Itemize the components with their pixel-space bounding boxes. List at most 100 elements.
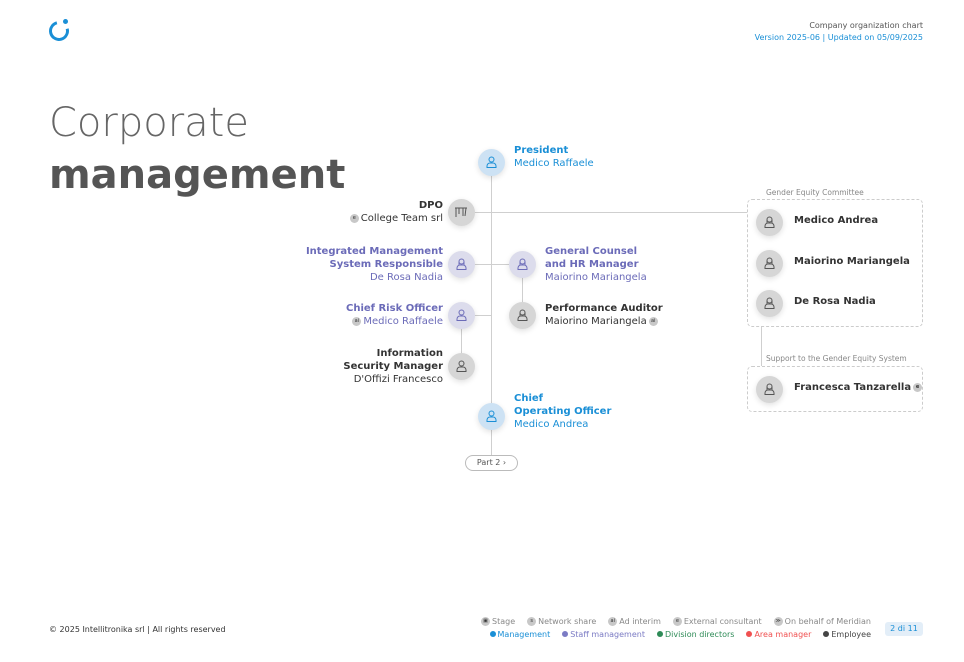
page-title-line1: Corporate xyxy=(49,100,249,146)
node-dpo[interactable] xyxy=(447,198,475,226)
node-ims[interactable] xyxy=(447,250,475,278)
member-name: De Rosa Nadia xyxy=(794,296,876,307)
legend-item: ▣Stage xyxy=(475,617,515,626)
support-label: Support to the Gender Equity System xyxy=(766,354,907,363)
legend-symbol-icon: ▣ xyxy=(481,617,490,626)
name-text: Medico Andrea xyxy=(514,418,589,430)
person-icon xyxy=(486,407,497,426)
role-text: and HR Manager xyxy=(545,258,639,270)
legend-symbol-icon: e xyxy=(672,617,682,626)
node-ism[interactable] xyxy=(447,352,475,380)
name-text: Medico Raffaele xyxy=(363,316,443,327)
badge-icon: ai xyxy=(352,316,362,326)
person-icon xyxy=(764,294,775,313)
legend-symbol-icon: ≫ xyxy=(773,617,783,626)
legend-label: On behalf of Meridian xyxy=(784,617,871,626)
trunk-line xyxy=(491,162,492,455)
role-text: System Responsible xyxy=(329,258,443,270)
name-text: Maiorino Mariangela xyxy=(545,271,647,283)
member-avatar[interactable] xyxy=(756,249,783,277)
legend-label: Stage xyxy=(492,617,516,626)
role-text: Performance Auditor xyxy=(545,303,663,314)
person-name: Medico Raffaele xyxy=(514,157,594,170)
committee-label: Gender Equity Committee xyxy=(766,188,864,197)
gc-pa-line xyxy=(522,264,523,315)
legend-symbol-icon: ai xyxy=(608,617,618,626)
legend-label: Management xyxy=(497,630,551,639)
person-icon xyxy=(764,380,775,399)
role-text: Information xyxy=(376,347,443,359)
support-box xyxy=(747,366,923,412)
person-female-icon xyxy=(517,306,528,325)
legend-dot-icon xyxy=(823,631,830,637)
member-avatar[interactable] xyxy=(756,289,783,317)
gender-equity-committee-box xyxy=(747,199,923,327)
role-text: Integrated Management xyxy=(305,245,443,257)
member-name: Maiorino Mariangela xyxy=(794,256,910,267)
legend-label: Division directors xyxy=(664,630,735,639)
member-avatar[interactable] xyxy=(756,208,783,236)
legend-label: Employee xyxy=(831,630,871,639)
page-indicator: 2 di 11 xyxy=(885,622,923,636)
node-cro[interactable] xyxy=(447,301,475,329)
legend-label: Ad interim xyxy=(619,617,661,626)
legend-dot-icon xyxy=(656,631,663,637)
person-female-icon xyxy=(456,255,467,274)
person-name: De Rosa Nadia xyxy=(306,271,443,284)
person-name: Maiorino Mariangela xyxy=(545,271,647,284)
role-text: General Counsel xyxy=(545,245,638,257)
logo-icon xyxy=(45,17,73,45)
member-avatar[interactable] xyxy=(756,375,783,403)
badge-icon: e xyxy=(349,213,359,223)
external-badge-icon: e xyxy=(913,382,923,392)
legend-item: Employee xyxy=(817,630,871,639)
name-text: Medico Raffaele xyxy=(514,158,594,169)
cro-line xyxy=(461,315,491,316)
legend-symbol-icon: s xyxy=(527,617,537,626)
legend-item: Management xyxy=(484,630,551,639)
dpo-line xyxy=(461,212,747,213)
person-icon xyxy=(764,213,775,232)
legend-item: Area manager xyxy=(740,630,811,639)
legend-colors: Management Staff management Division direc… xyxy=(478,630,871,639)
legend-label: Network share xyxy=(538,617,597,626)
legend-dot-icon xyxy=(489,631,496,637)
role-text: Chief Risk Officer xyxy=(345,303,443,314)
legend-dot-icon xyxy=(562,631,569,637)
doc-version: Version 2025-06 | Updated on 05/09/2025 xyxy=(754,33,923,42)
legend-item: ≫On behalf of Meridian xyxy=(768,617,871,626)
legend-label: Staff management xyxy=(570,630,645,639)
node-pa[interactable] xyxy=(508,301,536,329)
building-icon xyxy=(454,203,468,222)
legend-item: Staff management xyxy=(556,630,645,639)
legend-item: Division directors xyxy=(651,630,734,639)
role-text: Chief xyxy=(514,392,544,404)
name-text: De Rosa Nadia xyxy=(794,296,876,307)
role-text: President xyxy=(514,145,569,156)
doc-subtitle: Company organization chart xyxy=(809,21,923,30)
person-icon xyxy=(456,357,467,376)
cro-ism-line xyxy=(461,315,462,366)
node-gc[interactable] xyxy=(508,250,536,278)
node-coo[interactable] xyxy=(477,402,505,430)
person-name: D'Offizi Francesco xyxy=(343,373,443,386)
name-text: Francesca Tanzarella xyxy=(794,382,912,393)
legend-label: Area manager xyxy=(754,630,812,639)
role-text: DPO xyxy=(418,200,443,211)
part-2-button[interactable]: Part 2 › xyxy=(465,455,518,471)
node-president[interactable] xyxy=(477,148,505,176)
role-text: Security Manager xyxy=(343,360,443,372)
